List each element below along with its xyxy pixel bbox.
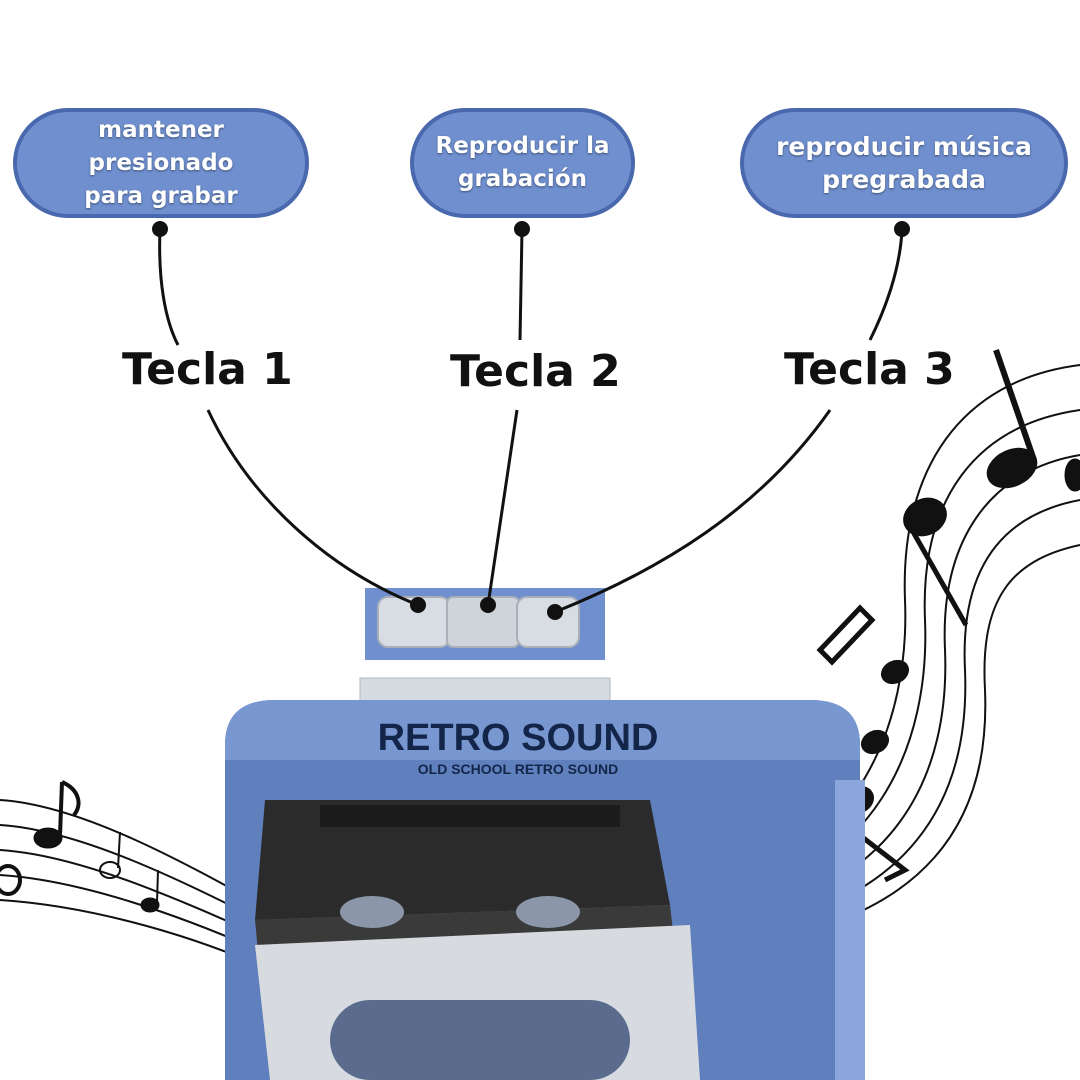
- callout-play-recording: Reproducir la grabación: [410, 108, 635, 218]
- callout-hold-to-record: mantener presionado para grabar: [13, 108, 309, 218]
- music-notes-icon: [0, 780, 160, 913]
- callout-line: para grabar: [84, 182, 238, 209]
- device-tagline: OLD SCHOOL RETRO SOUND: [418, 761, 618, 777]
- key-3-label: Tecla 3: [784, 344, 955, 395]
- callout-line: pregrabada: [822, 165, 986, 194]
- callout-line: reproducir música: [776, 132, 1032, 161]
- cassette-icon: [255, 800, 700, 1080]
- callout-line: grabación: [457, 166, 587, 192]
- callout-line: Reproducir la: [435, 133, 610, 159]
- callout-play-prerecorded-music: reproducir música pregrabada: [740, 108, 1068, 218]
- key-2-label: Tecla 2: [450, 346, 621, 397]
- callout-line: mantener presionado: [88, 116, 234, 176]
- key-1-label: Tecla 1: [122, 344, 293, 395]
- device-brand: RETRO SOUND: [378, 717, 659, 759]
- leader-lines: [158, 229, 904, 614]
